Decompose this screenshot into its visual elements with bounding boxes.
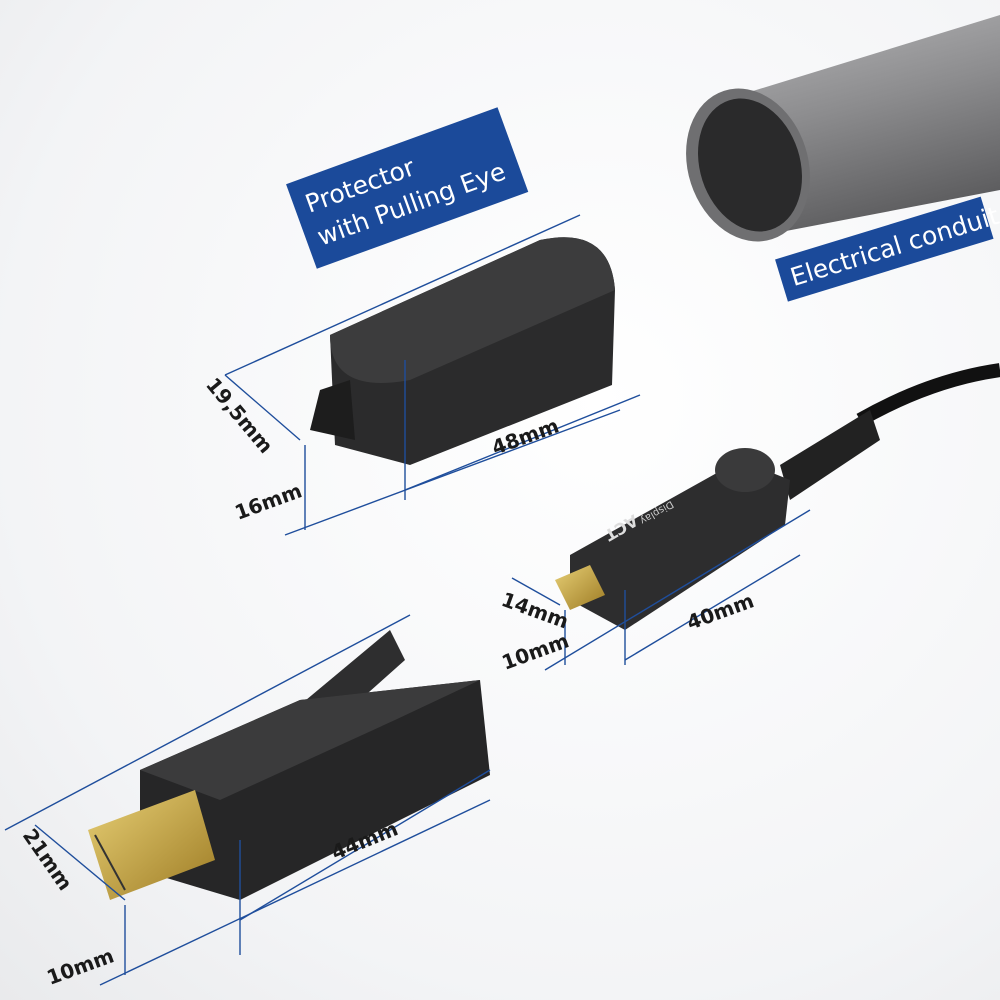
electrical-conduit	[686, 15, 1000, 242]
protector-width-label: 19,5mm	[201, 373, 278, 458]
micro-dimension-lines	[511, 509, 811, 671]
hdmi-dimension-lines	[4, 614, 491, 986]
hdmi-connector	[88, 630, 490, 900]
micro-height-label: 10mm	[499, 628, 573, 674]
protector-with-pulling-eye	[310, 237, 615, 465]
micro-length-label: 40mm	[684, 588, 758, 634]
protector-dimension-lines	[224, 214, 641, 536]
micro-width-label: 14mm	[498, 587, 572, 633]
protector-height-label: 16mm	[232, 478, 306, 524]
micro-hdmi-connector: ACT Display	[555, 363, 1000, 630]
protector-label: Protector with Pulling Eye	[286, 107, 529, 269]
